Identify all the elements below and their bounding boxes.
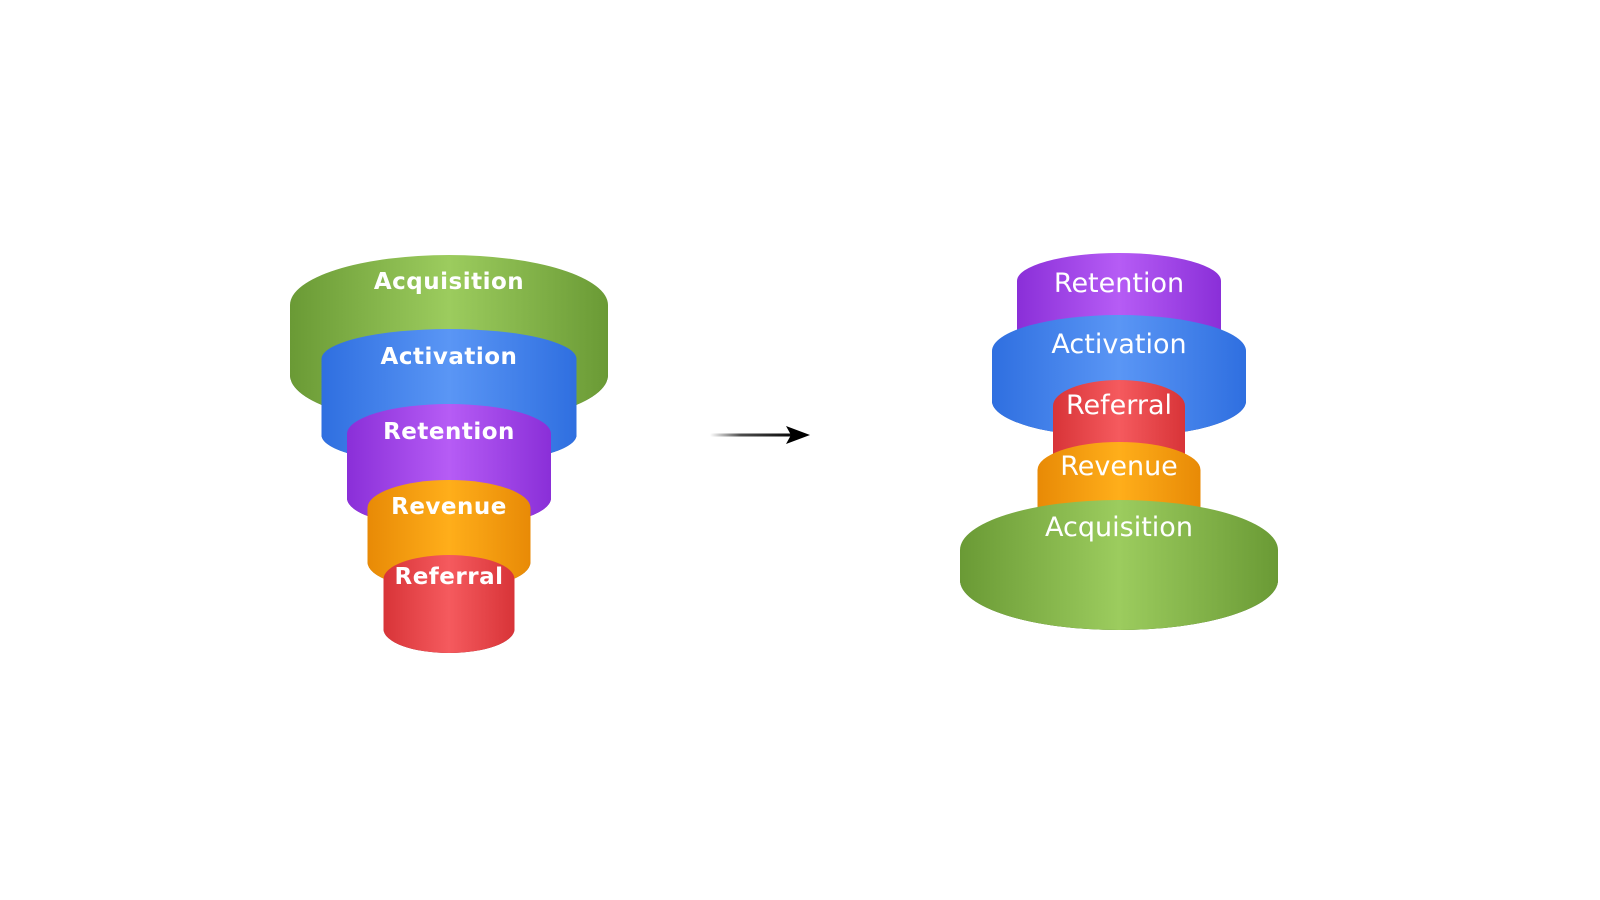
- reordered-funnel: RetentionActivationReferralRevenueAcquis…: [960, 253, 1278, 630]
- traditional-funnel: AcquisitionActivationRetentionRevenueRef…: [290, 255, 608, 653]
- funnel-layer-referral: Referral: [383, 555, 515, 653]
- layer-top: [383, 555, 515, 603]
- arrow-shaft: [710, 433, 798, 437]
- layer-label: Acquisition: [1045, 512, 1193, 543]
- layer-top: [992, 315, 1246, 387]
- arrow-head: [786, 426, 810, 444]
- layer-label: Retention: [1054, 268, 1184, 299]
- layer-top: [367, 480, 531, 536]
- layer-top: [1017, 253, 1221, 309]
- funnel-layer-acquisition: Acquisition: [960, 500, 1278, 630]
- layer-label: Revenue: [1060, 451, 1178, 482]
- layer-label: Activation: [381, 344, 518, 370]
- layer-label: Referral: [394, 564, 503, 590]
- layer-top: [321, 329, 577, 389]
- layer-top: [347, 404, 551, 464]
- layer-top: [960, 500, 1278, 600]
- layer-label: Activation: [1051, 329, 1186, 360]
- layer-top: [1053, 380, 1185, 432]
- arrow-right-icon: [710, 426, 810, 444]
- layer-label: Acquisition: [374, 269, 524, 295]
- layer-label: Retention: [383, 419, 515, 445]
- layer-top: [290, 255, 608, 355]
- layer-label: Revenue: [391, 494, 507, 520]
- layer-label: Referral: [1066, 390, 1172, 421]
- layer-top: [1037, 442, 1201, 498]
